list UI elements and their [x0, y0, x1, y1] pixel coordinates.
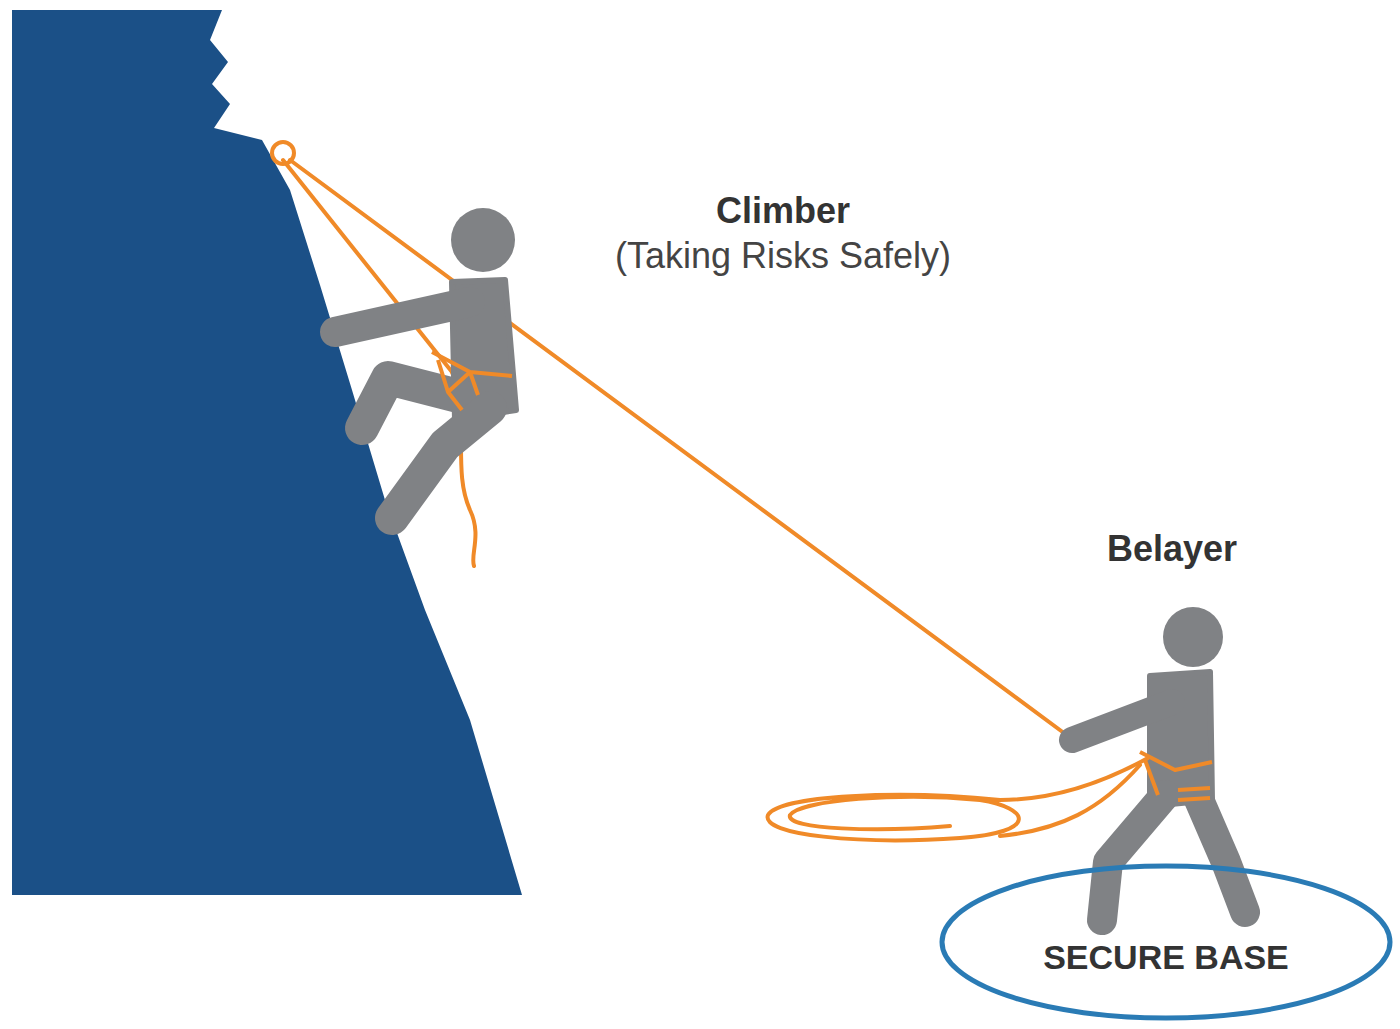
node-text: SECURE BASE	[1043, 938, 1289, 977]
climber-harness	[432, 352, 512, 410]
belayer-figure	[1072, 607, 1245, 920]
secure-base-ellipse: SECURE BASE	[938, 862, 1394, 1022]
cliff	[12, 10, 522, 895]
figure-label: Belayer	[1107, 528, 1237, 569]
belayer-harness	[1140, 752, 1212, 800]
climber-figure	[335, 208, 516, 518]
rope-coil	[768, 758, 1148, 840]
figure-note: (Taking Risks Safely)	[615, 235, 951, 276]
figure-label: Climber	[716, 190, 850, 231]
ellipse-outline	[942, 866, 1390, 1018]
rope	[283, 160, 1068, 736]
